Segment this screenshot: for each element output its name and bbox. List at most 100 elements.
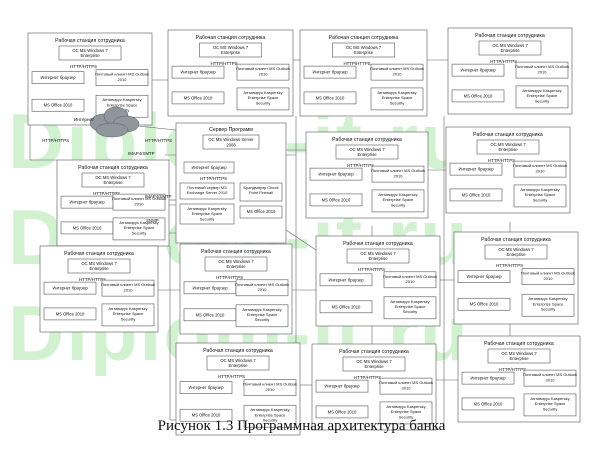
mail-box — [95, 69, 149, 86]
office-box — [457, 297, 511, 311]
browser-box — [319, 273, 373, 287]
mail-label: Почтовый клиент MS Outlook — [521, 271, 575, 276]
browser-label: Интернет браузер — [52, 286, 88, 291]
antivirus-label: Антивирус Kaspersky — [102, 97, 141, 102]
os-label: Enterprise — [506, 252, 526, 257]
server-os-box — [202, 134, 260, 150]
antivirus-label: Enterprise Space — [255, 412, 286, 417]
server-office-label: MS Office 2010 — [247, 209, 276, 214]
mail-box — [383, 271, 437, 289]
antivirus-box — [371, 189, 425, 213]
antivirus-label: Антивирус Kaspersky — [243, 90, 282, 95]
antivirus-label: Enterprise Space — [247, 312, 278, 317]
mail-label: Почтовый клиент MS Outlook — [515, 64, 569, 69]
server-os-label: 2008 — [226, 142, 236, 147]
office-box — [461, 397, 515, 411]
server-browser-box — [183, 161, 235, 174]
antivirus-label: Security — [535, 98, 549, 103]
browser-box — [31, 71, 85, 84]
mail-label: Почтовый клиент MS Outlook — [95, 72, 149, 77]
antivirus-label: Security — [399, 414, 413, 419]
server-os-label: ОС MS Windows Server — [208, 137, 254, 142]
office-label: MS Office 2010 — [322, 197, 351, 202]
antivirus-label: Антивирус Kaspersky — [528, 296, 567, 301]
http-label: HTTP/HTTPS — [354, 375, 381, 380]
mail-label: 2010 — [536, 168, 546, 173]
http-label: HTTP/HTTPS — [358, 267, 385, 272]
browser-label: Интернет браузер — [466, 274, 502, 279]
office-box — [451, 89, 505, 103]
os-box — [476, 139, 540, 155]
workstation-title: Рабочая станция сотрудника — [339, 349, 409, 355]
antivirus-label: Enterprise Space — [107, 102, 138, 107]
mail-label: Почтовый клиент MS Outlook — [513, 163, 567, 168]
firewall-label: Point Firewall — [249, 190, 273, 195]
workstation-title: Рабочая станция сотрудника — [332, 137, 402, 143]
workstation-title: Рабочая станция сотрудника — [55, 38, 125, 44]
browser-label: Интернет браузер — [460, 68, 496, 73]
antivirus-box — [235, 304, 289, 328]
mail-box — [370, 63, 424, 81]
http-label: HTTP/HTTPS — [490, 59, 517, 64]
imap-label: IMAP4/SMTP — [145, 194, 172, 199]
mail-label: Почтовый клиент MS Outlook — [379, 380, 433, 385]
mail-label: 2010 — [406, 279, 416, 284]
os-label: ОС MS Windows 7 — [490, 142, 526, 147]
server-title: Сервер Программ — [209, 127, 253, 133]
mail-label: Почтовый клиент MS Outlook — [523, 372, 577, 377]
os-label: Enterprise — [364, 364, 384, 369]
http-label: HTTP/HTTPS — [93, 191, 120, 196]
antivirus-label: Антивирус Kaspersky — [522, 88, 561, 93]
antivirus-box — [383, 296, 437, 320]
http-label: HTTP/HTTPS — [347, 163, 374, 168]
browser-label: Интернет браузер — [328, 277, 364, 282]
os-box — [487, 348, 551, 364]
http-label: HTTP/HTTPS — [70, 64, 97, 69]
mail-box — [235, 279, 289, 297]
http-label: HTTP/HTTPS — [79, 277, 106, 282]
antivirus-label: Security — [121, 316, 135, 321]
antivirus-label: Антивирус Kaspersky — [377, 90, 416, 95]
antivirus-box — [236, 87, 290, 111]
os-label: Enterprise — [357, 152, 377, 157]
antivirus-label: Security — [391, 202, 405, 207]
office-label: MS Office 2010 — [73, 225, 102, 230]
os-box — [58, 45, 122, 61]
mail-box — [112, 193, 166, 211]
os-label: ОС MS Windows 7 — [95, 175, 131, 180]
office-box — [303, 91, 357, 105]
os-label: Enterprise — [226, 264, 246, 269]
workstation-title: Рабочая станция сотрудника — [484, 341, 554, 347]
http-label: HTTP/HTTPS — [216, 275, 243, 280]
mail-label: Почтовый клиент MS Outlook — [370, 66, 424, 71]
os-label: ОС MS Windows 7 — [220, 358, 256, 363]
antivirus-label: Security — [543, 406, 557, 411]
exchange-label: Почтовый сервер MS — [187, 185, 227, 190]
browser-box — [457, 270, 511, 283]
server-antivirus-label: Антивирус Kaspersky — [187, 206, 226, 211]
workstation-title: Рабочая станция сотрудника — [475, 33, 545, 39]
workstation-title: Рабочая станция сотрудника — [196, 35, 266, 41]
firewall-label: Брандмауэр Check — [243, 185, 278, 190]
os-label: Enterprise — [89, 266, 109, 271]
office-box — [319, 300, 373, 314]
os-label: Enterprise — [221, 50, 241, 55]
antivirus-label: Enterprise Space — [391, 409, 422, 414]
office-label: MS Office 2010 — [192, 413, 221, 418]
antivirus-label: Антивирус Kaspersky — [378, 192, 417, 197]
mail-box — [236, 63, 290, 81]
internet-cloud: Интернет — [74, 106, 140, 138]
os-label: Enterprise — [228, 363, 248, 368]
mail-box — [515, 61, 569, 79]
browser-label: Интернет браузер — [40, 75, 76, 80]
antivirus-label: Enterprise Space — [113, 311, 144, 316]
office-box — [31, 98, 85, 112]
mail-box — [379, 377, 433, 395]
server-antivirus-box — [179, 203, 235, 225]
mail-label: 2010 — [124, 287, 134, 292]
